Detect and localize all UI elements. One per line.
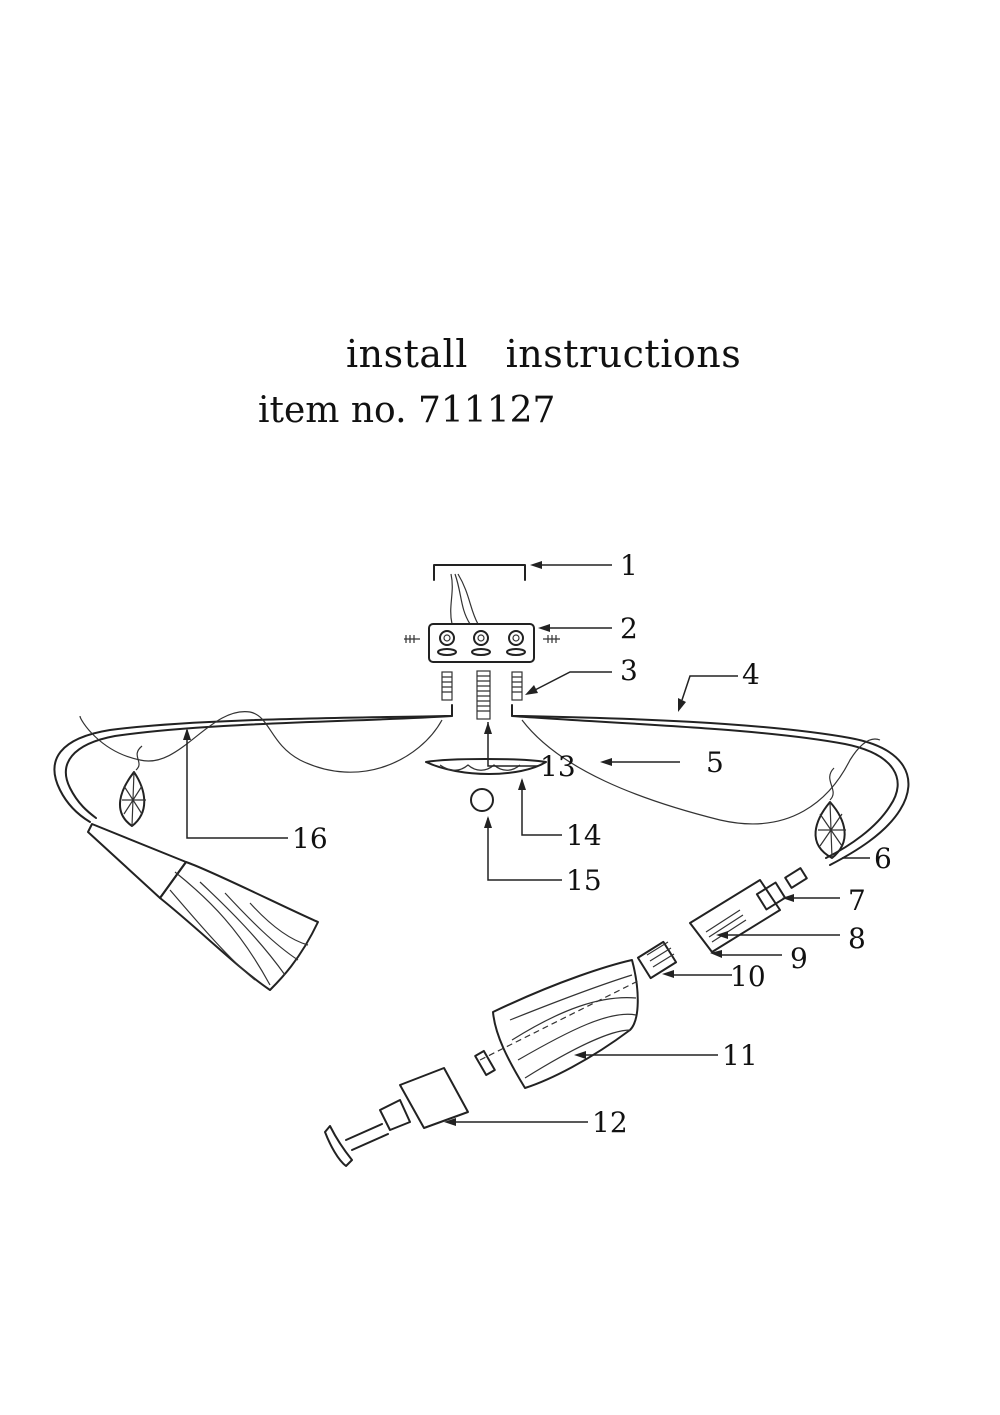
- callout-2: 2: [620, 612, 638, 645]
- arm-frame: [53, 704, 910, 866]
- document-title-text: install instructions: [346, 332, 742, 376]
- callout-4: 4: [742, 658, 760, 691]
- callout-5: 5: [706, 746, 724, 779]
- callout-14: 14: [566, 819, 602, 852]
- callout-9: 9: [790, 942, 808, 975]
- supply-wires: [450, 573, 479, 625]
- callout-7: 7: [848, 884, 866, 917]
- center-rod: [476, 670, 491, 720]
- callout-numbers: 1 2 3 4 5 6 7 8 9 10 11 12 13 14 15 16: [292, 549, 892, 1139]
- leader-lines: [183, 561, 870, 1126]
- item-number: item no. 711127: [258, 390, 556, 431]
- light-bulb: [324, 1067, 469, 1167]
- threaded-rods: [441, 671, 523, 701]
- finial-ball: [470, 788, 494, 812]
- callout-11: 11: [722, 1039, 758, 1072]
- callout-15: 15: [566, 864, 602, 897]
- decorative-cup: [425, 758, 547, 775]
- callout-8: 8: [848, 922, 866, 955]
- callout-1: 1: [620, 549, 638, 582]
- lamp-shade: [474, 959, 641, 1089]
- lamp-holder-parts: [636, 867, 808, 980]
- decorative-wires: [79, 711, 881, 825]
- callout-16: 16: [292, 822, 328, 855]
- callout-10: 10: [730, 960, 766, 993]
- crystal-drops: [118, 745, 846, 859]
- terminal-block: [404, 623, 560, 663]
- left-lamp-assembly: [87, 823, 319, 991]
- callout-13: 13: [540, 750, 576, 783]
- mounting-bracket: [433, 564, 526, 581]
- callout-6: 6: [874, 842, 892, 875]
- callout-12: 12: [592, 1106, 628, 1139]
- document-title: install instructions: [0, 288, 1000, 376]
- callout-3: 3: [620, 654, 638, 687]
